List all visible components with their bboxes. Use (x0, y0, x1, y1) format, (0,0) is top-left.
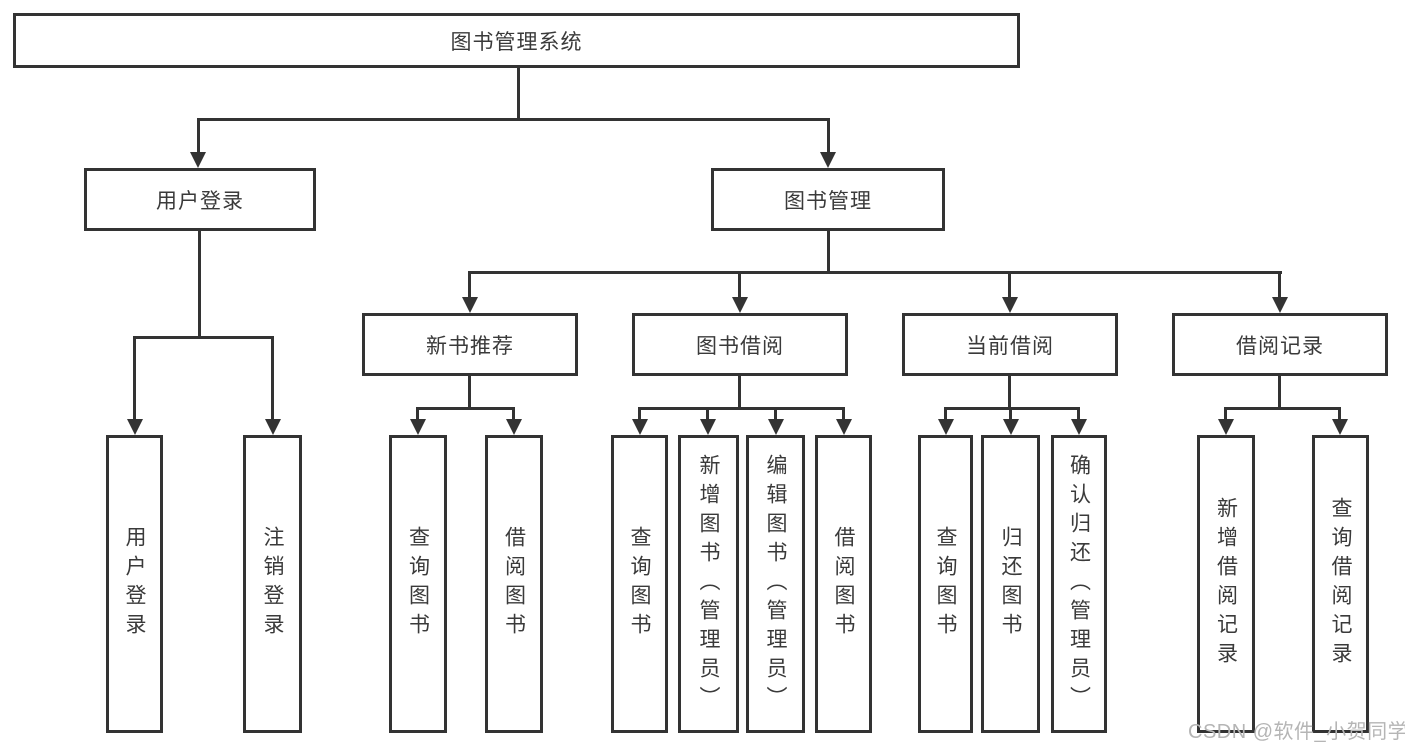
connector-borrowing-stem (738, 376, 741, 407)
leaf-return-books-label: 归还图书 (999, 526, 1022, 642)
leaf-query-borrow-record-label: 查询借阅记录 (1329, 497, 1352, 671)
connector-stem-a2 (512, 407, 515, 419)
connector-stem-current-borrow (1008, 271, 1011, 297)
node-book-borrowing-label: 图书借阅 (696, 334, 784, 358)
connector-user-login-rail (133, 336, 274, 339)
leaf-recommend-borrow-books: 借阅图书 (485, 435, 543, 733)
connector-recommend-stem (468, 376, 471, 407)
arrowhead-d1 (1218, 419, 1234, 435)
node-root-label: 图书管理系统 (450, 30, 583, 54)
arrowhead-b1 (632, 419, 648, 435)
connector-stem-user-login (197, 118, 200, 152)
connector-stem-d1 (1224, 407, 1227, 419)
node-user-login-label: 用户登录 (156, 189, 244, 213)
connector-recommend-rail (416, 407, 515, 410)
connector-records-stem (1278, 376, 1281, 407)
arrowhead-logout (265, 419, 281, 435)
connector-stem-new-books (468, 271, 471, 297)
node-book-borrowing: 图书借阅 (632, 313, 848, 376)
leaf-current-query-books-label: 查询图书 (934, 526, 957, 642)
leaf-query-borrow-record: 查询借阅记录 (1312, 435, 1369, 733)
node-new-book-recommend: 新书推荐 (362, 313, 578, 376)
connector-level2-rail (197, 118, 830, 121)
connector-stem-book-mgmt (827, 118, 830, 152)
arrowhead-c2 (1003, 419, 1019, 435)
node-borrowing-records: 借阅记录 (1172, 313, 1388, 376)
node-current-borrowing: 当前借阅 (902, 313, 1118, 376)
leaf-borrow-books: 借阅图书 (815, 435, 872, 733)
node-root: 图书管理系统 (13, 13, 1020, 68)
connector-stem-c2 (1009, 407, 1012, 419)
connector-stem-login (133, 336, 136, 419)
connector-stem-b3 (774, 407, 777, 419)
node-book-management-label: 图书管理 (784, 189, 872, 213)
leaf-edit-books-admin-label: 编辑图书（管理员） (764, 453, 787, 715)
node-borrowing-records-label: 借阅记录 (1236, 334, 1324, 358)
arrowhead-book-mgmt (820, 152, 836, 168)
connector-root-stem (517, 68, 520, 118)
arrowhead-b2 (700, 419, 716, 435)
leaf-confirm-return-admin-label: 确认归还（管理员） (1067, 453, 1091, 715)
node-user-login: 用户登录 (84, 168, 316, 231)
arrowhead-c3 (1071, 419, 1087, 435)
leaf-confirm-return-admin: 确认归还（管理员） (1051, 435, 1107, 733)
arrowhead-a2 (506, 419, 522, 435)
leaf-recommend-query-books: 查询图书 (389, 435, 447, 733)
arrowhead-login (127, 419, 143, 435)
connector-stem-c1 (944, 407, 947, 419)
connector-stem-c3 (1077, 407, 1080, 419)
connector-current-rail (944, 407, 1080, 410)
leaf-current-query-books: 查询图书 (918, 435, 973, 733)
csdn-watermark: CSDN @软件_小贺同学 (1188, 721, 1405, 743)
arrowhead-b3 (768, 419, 784, 435)
leaf-add-borrow-record-label: 新增借阅记录 (1214, 497, 1238, 671)
arrowhead-a1 (410, 419, 426, 435)
connector-stem-book-borrow (738, 271, 741, 297)
arrowhead-c1 (938, 419, 954, 435)
connector-stem-b2 (706, 407, 709, 419)
leaf-user-login: 用户登录 (106, 435, 163, 733)
leaf-borrowing-query-books-label: 查询图书 (628, 526, 651, 642)
leaf-borrowing-query-books: 查询图书 (611, 435, 668, 733)
leaf-logout: 注销登录 (243, 435, 302, 733)
connector-stem-b4 (842, 407, 845, 419)
leaf-recommend-query-books-label: 查询图书 (406, 526, 430, 642)
node-current-borrowing-label: 当前借阅 (966, 334, 1054, 358)
leaf-user-login-label: 用户登录 (123, 526, 146, 642)
arrowhead-user-login (190, 152, 206, 168)
connector-stem-b1 (638, 407, 641, 419)
leaf-add-borrow-record: 新增借阅记录 (1197, 435, 1255, 733)
connector-stem-borrow-records (1278, 271, 1281, 297)
connector-book-mgmt-stem (827, 231, 830, 271)
arrowhead-borrow-records (1272, 297, 1288, 313)
leaf-add-books-admin: 新增图书（管理员） (678, 435, 739, 733)
leaf-edit-books-admin: 编辑图书（管理员） (746, 435, 805, 733)
leaf-recommend-borrow-books-label: 借阅图书 (502, 526, 526, 642)
connector-borrowing-rail (638, 407, 845, 410)
connector-stem-a1 (416, 407, 419, 419)
connector-level3-rail (468, 271, 1282, 274)
connector-current-stem (1008, 376, 1011, 407)
connector-user-login-stem (198, 231, 201, 336)
arrowhead-book-borrow (732, 297, 748, 313)
node-book-management: 图书管理 (711, 168, 945, 231)
leaf-borrow-books-label: 借阅图书 (832, 526, 855, 642)
arrowhead-b4 (836, 419, 852, 435)
arrowhead-d2 (1332, 419, 1348, 435)
leaf-add-books-admin-label: 新增图书（管理员） (697, 453, 720, 715)
connector-stem-logout (271, 336, 274, 419)
arrowhead-new-books (462, 297, 478, 313)
node-new-book-recommend-label: 新书推荐 (426, 334, 514, 358)
connector-stem-d2 (1338, 407, 1341, 419)
connector-records-rail (1224, 407, 1340, 410)
arrowhead-current-borrow (1002, 297, 1018, 313)
leaf-logout-label: 注销登录 (261, 526, 284, 642)
leaf-return-books: 归还图书 (981, 435, 1040, 733)
